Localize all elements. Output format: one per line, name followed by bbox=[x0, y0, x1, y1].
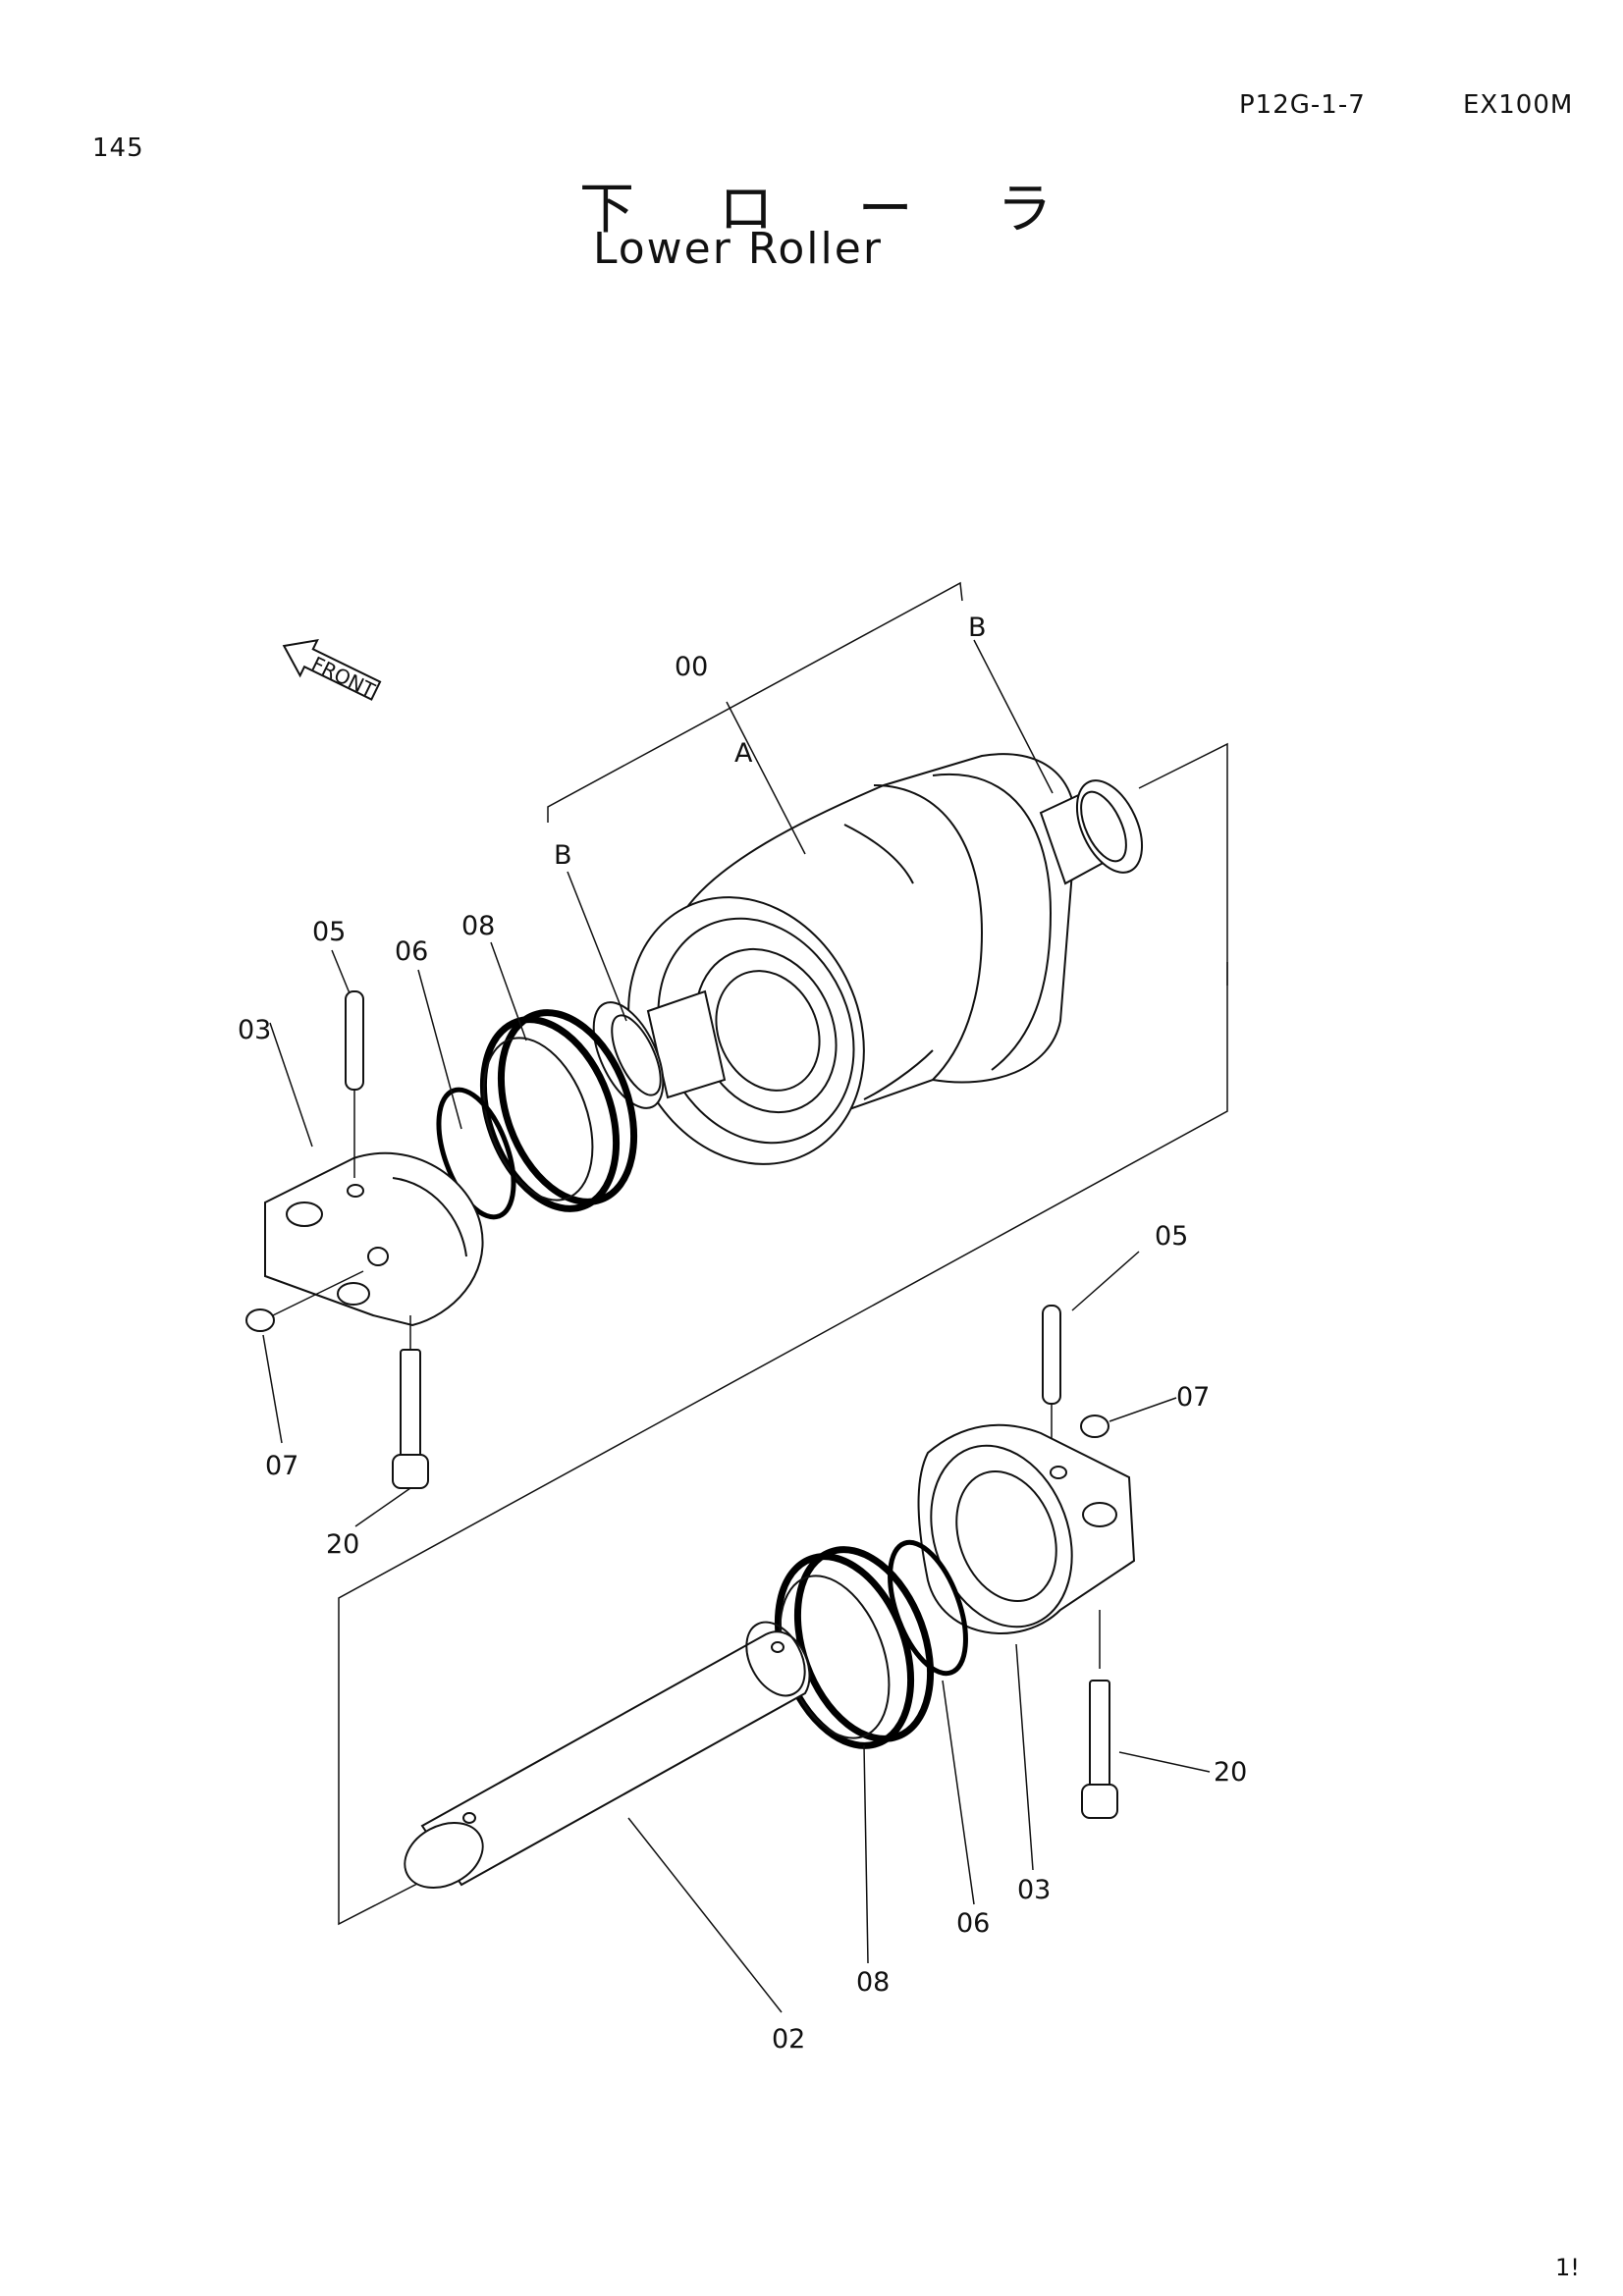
label-07-left: 07 bbox=[265, 1451, 298, 1481]
title-japanese: 下 ロ ー ラ bbox=[579, 178, 1086, 241]
label-06-left: 06 bbox=[395, 936, 428, 967]
label-20-left: 20 bbox=[326, 1529, 359, 1560]
label-05-right: 05 bbox=[1155, 1221, 1188, 1252]
title-english: Lower Roller bbox=[593, 224, 883, 274]
collar-right bbox=[917, 1423, 1136, 1634]
model-code: EX100M bbox=[1463, 90, 1574, 120]
bolt-right bbox=[1081, 1610, 1118, 1819]
lower-roller-body bbox=[592, 753, 1144, 1165]
label-08-left: 08 bbox=[461, 911, 495, 941]
collar-left bbox=[264, 1151, 484, 1327]
label-05-left: 05 bbox=[312, 917, 346, 947]
part-code: P12G-1-7 bbox=[1239, 90, 1366, 120]
label-02: 02 bbox=[772, 2024, 805, 2055]
label-07-right: 07 bbox=[1176, 1382, 1210, 1413]
label-b-left: B bbox=[554, 840, 572, 871]
front-label: FRONT bbox=[308, 652, 380, 703]
label-03-left: 03 bbox=[238, 1015, 271, 1045]
pin-left bbox=[345, 990, 364, 1178]
shaft bbox=[404, 1621, 811, 1890]
label-03-right: 03 bbox=[1017, 1875, 1051, 1905]
o-ring-left bbox=[436, 1087, 516, 1220]
label-06-right: 06 bbox=[956, 1908, 990, 1939]
leader-lines bbox=[262, 639, 1211, 2013]
page-number: 145 bbox=[92, 133, 144, 163]
assembly-bracket bbox=[338, 581, 1228, 1926]
label-08-right: 08 bbox=[856, 1967, 890, 1998]
label-00: 00 bbox=[675, 652, 708, 682]
label-b-top: B bbox=[968, 613, 987, 643]
floating-seal-left bbox=[479, 1009, 638, 1212]
plug-left bbox=[245, 1270, 364, 1332]
label-a: A bbox=[734, 738, 753, 769]
plug-right bbox=[1080, 1415, 1109, 1438]
label-20-right: 20 bbox=[1214, 1757, 1247, 1788]
bolt-left bbox=[392, 1315, 429, 1489]
corner-page-number: 1! bbox=[1555, 2254, 1580, 2281]
front-arrow-icon: FRONT bbox=[282, 638, 382, 703]
